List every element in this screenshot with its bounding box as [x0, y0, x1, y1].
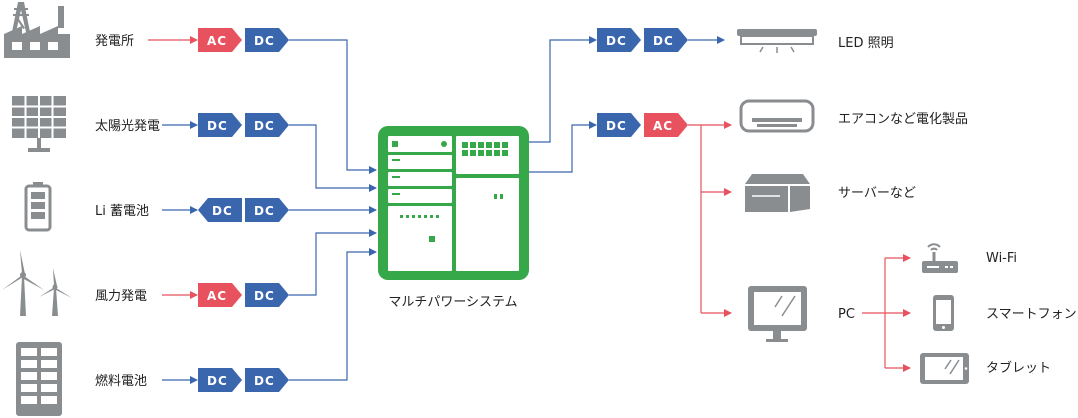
solar-panel-icon: [12, 96, 66, 152]
battery-icon: [24, 182, 52, 232]
converter-tag: [198, 113, 242, 137]
converter-tag: [245, 28, 289, 52]
source-label-fuel-cell: 燃料電池: [95, 373, 147, 389]
ac-bus-line: [688, 124, 702, 313]
source-label-li-battery: Li 蓄電池: [95, 204, 149, 219]
converter-tag: [644, 28, 688, 52]
converter-tag: [597, 113, 641, 137]
converter-tag-label: AC: [653, 119, 673, 133]
led-light-icon: [737, 29, 817, 53]
power-system-icon: [378, 126, 529, 280]
source-label-power-plant: 発電所: [95, 34, 134, 49]
tablet-icon: [920, 353, 969, 384]
wind-turbine-icon: [2, 250, 72, 316]
wifi-router-icon: [922, 243, 958, 273]
converter-tag: [198, 368, 242, 392]
converter-tag-label: DC: [606, 119, 627, 133]
system-label: マルチパワーシステム: [388, 295, 517, 310]
air-conditioner-icon: [739, 99, 815, 133]
converter-tag: [245, 113, 289, 137]
output-line-led: [529, 36, 597, 143]
converter-tag: [245, 283, 289, 307]
converter-tag-label: DC: [254, 34, 275, 48]
converter-tag: [198, 28, 242, 52]
converter-tag-label: AC: [207, 289, 227, 303]
output-label-smartphone: スマートフォン: [986, 307, 1077, 322]
converter-tag: [245, 368, 289, 392]
converter-tag-label: DC: [212, 204, 233, 218]
converter-tag: [245, 198, 289, 222]
server-icon: [745, 174, 810, 212]
converter-tag-label: DC: [254, 289, 275, 303]
connector-line: [289, 124, 377, 192]
fuel-cell-icon: [16, 342, 62, 416]
connector-line: [289, 248, 377, 381]
converter-tag: [198, 283, 242, 307]
converter-tag: [597, 28, 641, 52]
converter-tag-label: DC: [207, 119, 228, 133]
converter-tag-label: DC: [254, 204, 275, 218]
converter-tag: [644, 113, 688, 137]
output-label-server: サーバーなど: [838, 186, 916, 201]
smartphone-icon: [933, 295, 954, 331]
output-label-pc: PC: [838, 307, 855, 322]
converter-tag-label: DC: [207, 374, 228, 388]
connector-line: [289, 39, 377, 174]
converter-tag: [198, 198, 242, 222]
output-line-ac: [529, 121, 597, 173]
source-label-wind: 風力発電: [95, 289, 147, 304]
output-label-tablet: タブレット: [986, 360, 1051, 376]
converter-tag-label: AC: [207, 34, 227, 48]
converter-tag-label: DC: [254, 119, 275, 133]
converter-tag-label: DC: [254, 374, 275, 388]
output-label-aircon: エアコンなど電化製品: [838, 112, 968, 127]
factory-icon: [4, 2, 70, 58]
output-label-led: LED 照明: [838, 36, 894, 51]
converter-tag-label: DC: [606, 34, 627, 48]
output-label-wifi: Wi-Fi: [986, 251, 1017, 266]
monitor-icon: [748, 286, 807, 342]
source-label-solar: 太陽光発電: [95, 119, 160, 134]
connector-line: [289, 229, 377, 296]
converter-tag-label: DC: [653, 34, 674, 48]
